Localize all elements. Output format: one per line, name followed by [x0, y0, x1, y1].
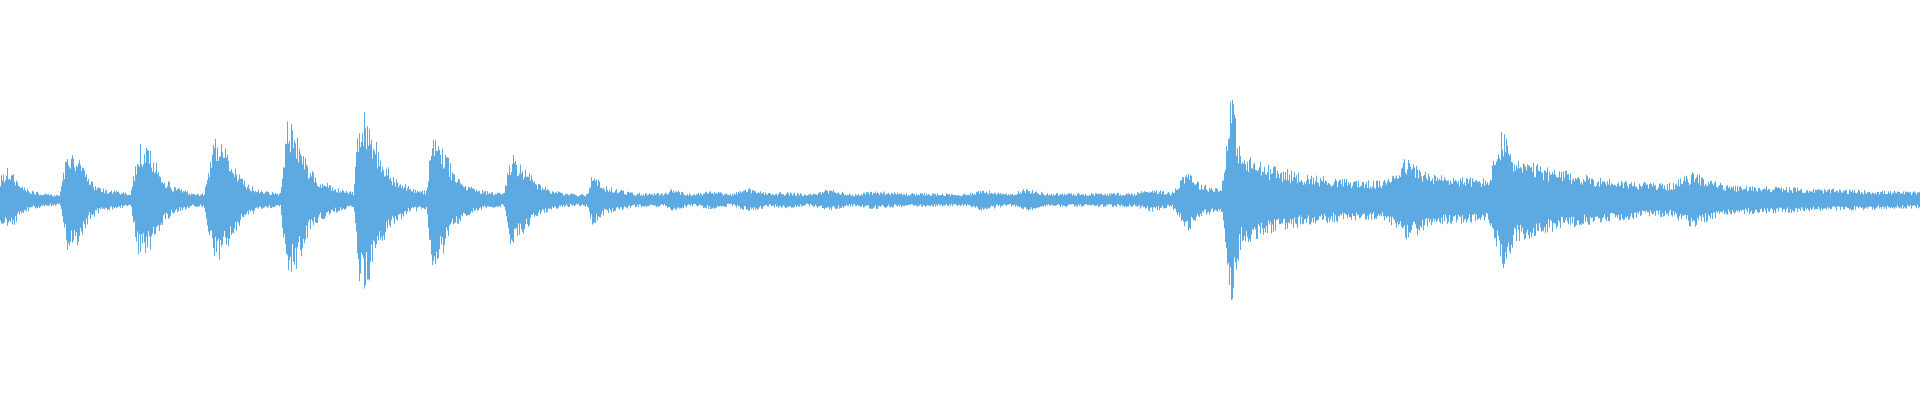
waveform-path — [0, 99, 1920, 301]
